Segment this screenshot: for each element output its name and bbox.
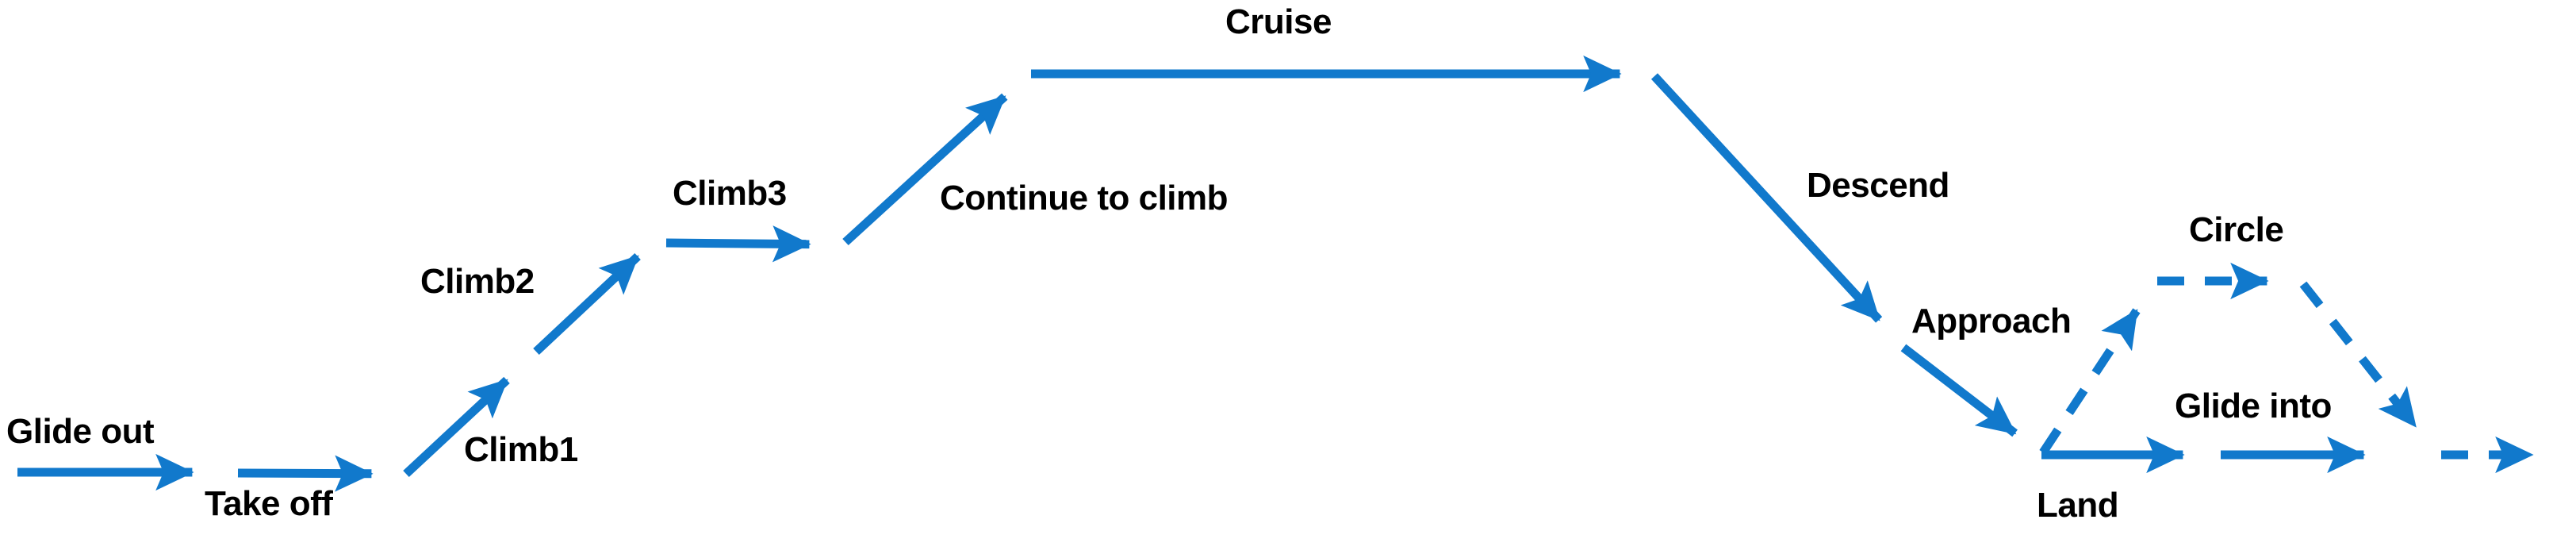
phase-label-continue-to-climb: Continue to climb <box>940 179 1229 217</box>
flight-segment-take-off-1 <box>237 455 374 492</box>
phase-label-climb3: Climb3 <box>673 174 787 213</box>
flight-segment-continue-climb-1 <box>842 93 1008 246</box>
phase-label-climb2: Climb2 <box>420 262 535 301</box>
phase-label-land: Land <box>2037 486 2119 525</box>
phase-label-circle: Circle <box>2189 210 2284 249</box>
phase-label-climb1: Climb1 <box>464 430 578 469</box>
phase-label-approach: Approach <box>1911 302 2072 340</box>
phase-label-glide-out: Glide out <box>6 412 155 451</box>
flight-segment-climb3-1 <box>665 225 811 263</box>
flight-segment-climb2-1 <box>533 253 641 356</box>
flight-segment-approach-1 <box>1900 344 2018 437</box>
flight-segment-climb1-1 <box>403 376 510 478</box>
phase-label-take-off: Take off <box>205 484 333 523</box>
flight-segment-layer <box>17 55 2534 492</box>
phase-label-glide-into: Glide into <box>2175 387 2332 425</box>
phase-label-descend: Descend <box>1807 166 1949 205</box>
phase-label-cruise: Cruise <box>1225 2 1332 41</box>
flight-segment-glide-into-1 <box>2299 281 2419 429</box>
flight-segment-descend-1 <box>1650 73 1883 323</box>
